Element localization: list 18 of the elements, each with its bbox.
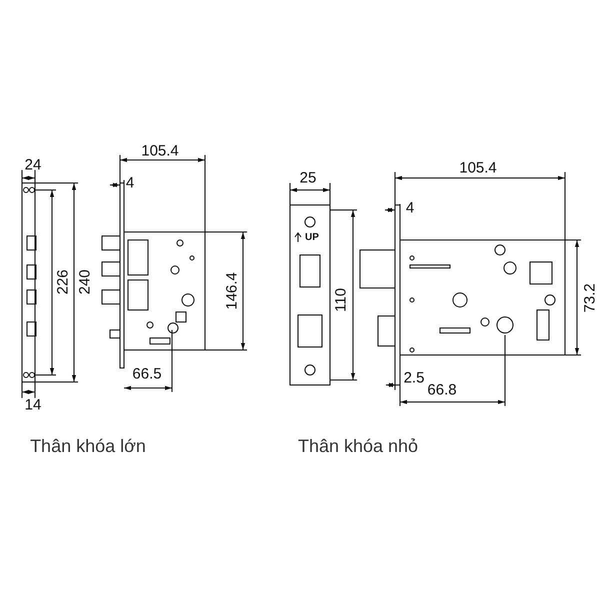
caption: Thân khóa nhỏ	[298, 437, 418, 455]
dimension-label: 24	[24, 158, 42, 172]
marking-text: UP	[305, 233, 319, 243]
dimension-label: 73.2	[582, 283, 598, 313]
dimension-label: 66.5	[132, 366, 162, 382]
dimension-label: 2.5	[404, 370, 424, 386]
dimension-label: 14	[24, 398, 42, 412]
dimension-label: 4	[126, 176, 134, 190]
dimension-label: 105.4	[459, 160, 497, 176]
dimension-label: 25	[300, 170, 316, 186]
dimension-label: 226	[56, 269, 70, 295]
dimension-label: 4	[406, 200, 414, 216]
dimension-label: 66.8	[427, 382, 457, 398]
dimension-label: 110	[334, 288, 348, 312]
dimension-label: 105.4	[141, 144, 179, 158]
caption: Thân khóa lớn	[30, 437, 146, 455]
dimension-label: 146.4	[224, 272, 240, 310]
dimension-label: 240	[78, 269, 92, 295]
